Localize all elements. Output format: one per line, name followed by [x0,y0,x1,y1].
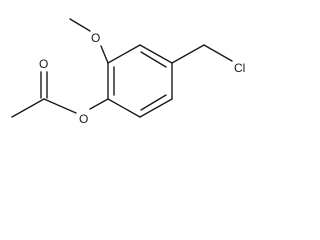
bond-ch2-cl [203,44,233,62]
benzene-ring [107,44,173,118]
bond-ring-methoxy-oxygen [100,45,109,64]
ring-bond-c5-c6 [107,98,141,118]
molecule-canvas: O Cl O O [0,0,258,132]
ring-bond-c2-c3 [139,44,173,64]
bond-ring-ester-oxygen [89,98,109,110]
bond-carbonyl-carbon-methyl [11,98,45,118]
bond-methoxy-oxygen-methyl [69,18,91,32]
acetate-group: O O [11,57,109,126]
methoxy-oxygen-label: O [91,31,100,45]
ester-oxygen-label: O [79,112,88,126]
bond-ester-oxygen-carbonyl-carbon [43,98,77,114]
ring-inner-double-bond-1 [140,51,167,68]
structure-drawing: O Cl O O [11,18,245,126]
ring-inner-double-bond-2 [140,94,167,111]
carbonyl-oxygen-label: O [39,57,48,71]
chloromethyl-group: Cl [171,44,245,75]
chlorine-label: Cl [234,61,245,75]
ring-bond-c1-c2 [107,44,141,64]
bond-ring-ch2 [171,44,205,64]
methoxy-group: O [69,18,109,64]
ring-bond-c4-c5 [139,98,173,118]
